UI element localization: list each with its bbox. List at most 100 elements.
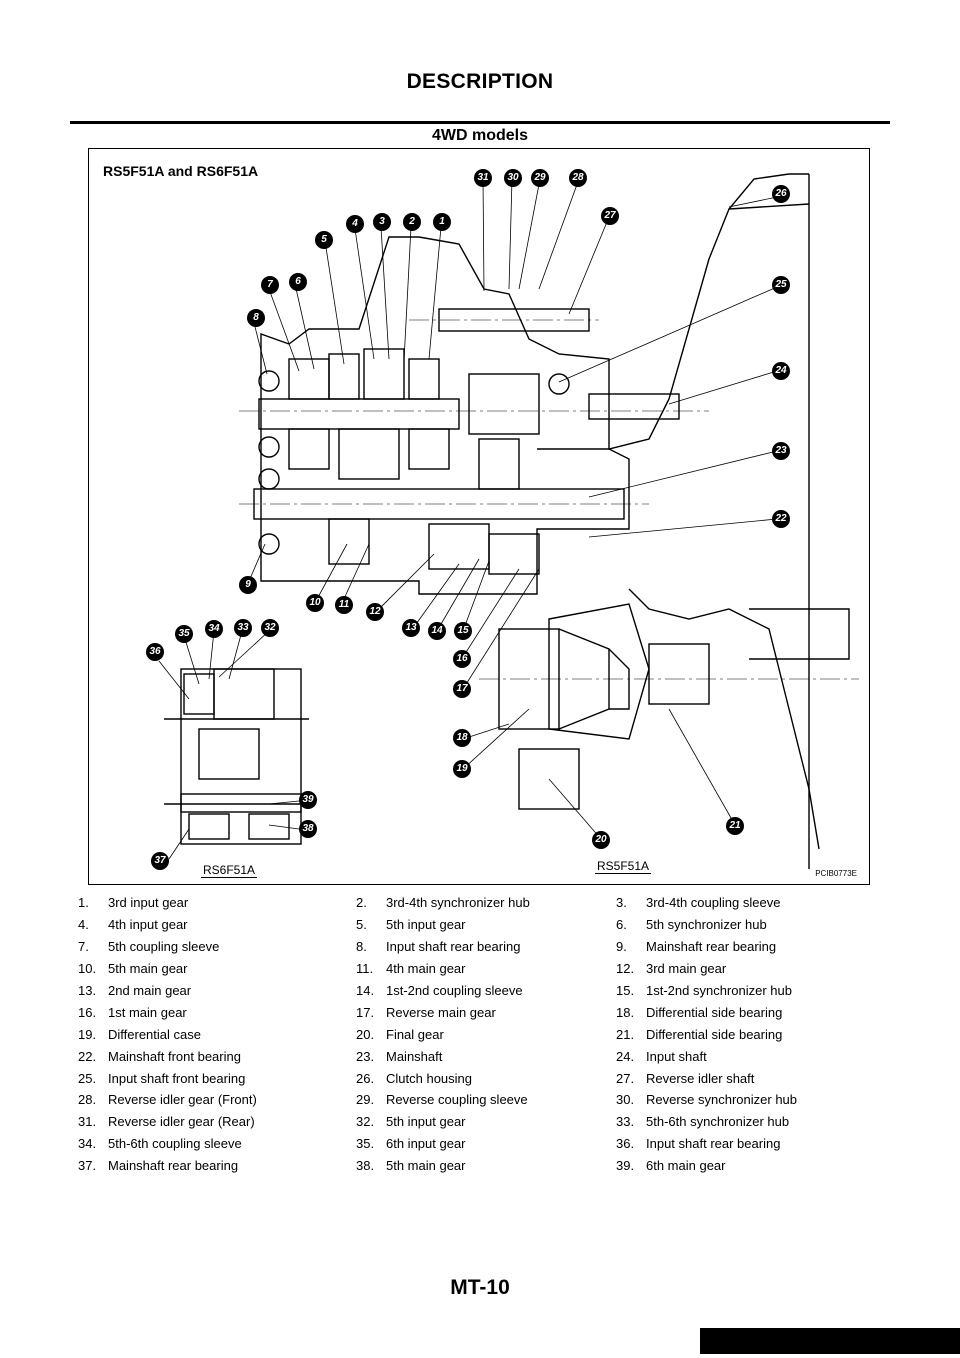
legend-row: 28.Reverse idler gear (Front) 29.Reverse… bbox=[70, 1089, 890, 1111]
legend-text: 1st main gear bbox=[108, 1004, 187, 1020]
legend-text: 4th input gear bbox=[108, 917, 188, 933]
legend-text: 1st-2nd coupling sleeve bbox=[386, 983, 523, 998]
legend-text: 3rd main gear bbox=[646, 961, 727, 977]
callout-25: 25 bbox=[772, 276, 790, 294]
legend-text: Mainshaft rear bearing bbox=[646, 939, 777, 955]
legend-text: Reverse idler shaft bbox=[646, 1070, 755, 1086]
legend-text: 5th-6th coupling sleeve bbox=[108, 1136, 242, 1152]
legend-item: 12. 3rd main gear bbox=[608, 961, 886, 976]
legend-number: 8. bbox=[356, 939, 367, 955]
legend-item: 19.Differential case bbox=[70, 1027, 348, 1042]
legend-item: 15.1st-2nd synchronizer hub bbox=[608, 983, 886, 998]
legend-item: 35. 6th input gear bbox=[348, 1136, 608, 1151]
legend-number: 23. bbox=[356, 1048, 375, 1064]
legend-item: 22.Mainshaft front bearing bbox=[70, 1049, 348, 1064]
legend-text: Input shaft bbox=[646, 1048, 707, 1064]
legend-number: 38. bbox=[356, 1158, 375, 1174]
legend-text: 5th main gear bbox=[108, 961, 188, 977]
legend-number: 15. bbox=[616, 983, 635, 998]
legend-number: 26. bbox=[356, 1070, 375, 1086]
callout-18: 18 bbox=[453, 729, 471, 747]
legend-item: 7.5th coupling sleeve bbox=[70, 939, 348, 954]
legend-row: 25.Input shaft front bearing 26.Clutch h… bbox=[70, 1067, 890, 1089]
legend-number: 28. bbox=[78, 1092, 97, 1108]
legend-text: 5th input gear bbox=[386, 1114, 466, 1130]
callout-31: 31 bbox=[474, 169, 492, 187]
legend-text: 5th input gear bbox=[386, 917, 466, 933]
legend-number: 18. bbox=[616, 1004, 635, 1020]
callout-28: 28 bbox=[569, 169, 587, 187]
legend-number: 27. bbox=[616, 1070, 635, 1086]
legend-number: 11. bbox=[356, 961, 374, 977]
callout-15: 15 bbox=[454, 622, 472, 640]
callout-11: 11 bbox=[335, 596, 353, 614]
legend-text: 6th input gear bbox=[386, 1136, 466, 1152]
callout-21: 21 bbox=[726, 817, 744, 835]
legend-item: 16.1st main gear bbox=[70, 1005, 348, 1020]
legend-item: 23.Mainshaft bbox=[348, 1049, 608, 1064]
legend-row: 34. 5th-6th coupling sleeve 35. 6th input … bbox=[70, 1133, 890, 1155]
callout-34: 34 bbox=[205, 620, 223, 638]
legend-row: 10. 5th main gear 11. 4th main gear 12. 3rd… bbox=[70, 958, 890, 980]
legend-item: 39.6th main gear bbox=[608, 1158, 886, 1173]
legend-item: 13.2nd main gear bbox=[70, 983, 348, 998]
legend-text: Input shaft rear bearing bbox=[646, 1136, 781, 1152]
variant-label-rs6: RS6F51A bbox=[201, 863, 258, 878]
legend-number: 14. bbox=[356, 983, 375, 998]
legend-item: 38.5th main gear bbox=[348, 1158, 608, 1173]
legend-item: 30.Reverse synchronizer hub bbox=[608, 1092, 886, 1107]
legend-number: 6. bbox=[616, 917, 627, 933]
legend-row: 31.Reverse idler gear (Rear) 32.5th inpu… bbox=[70, 1111, 890, 1133]
legend-item: 10. 5th main gear bbox=[70, 961, 348, 976]
legend-text: Reverse idler gear (Rear) bbox=[108, 1114, 255, 1130]
legend-text: Differential case bbox=[108, 1026, 201, 1042]
callout-29: 29 bbox=[531, 169, 549, 187]
legend-number: 25. bbox=[78, 1070, 97, 1086]
legend-item: 31.Reverse idler gear (Rear) bbox=[70, 1114, 348, 1129]
legend-number: 36. bbox=[616, 1136, 635, 1152]
legend-item: 2.3rd-4th synchronizer hub bbox=[348, 895, 608, 910]
legend-text: 3rd-4th coupling sleeve bbox=[646, 895, 781, 911]
legend-item: 11. 4th main gear bbox=[348, 961, 608, 976]
legend-row: 4.4th input gear 5.5th input gear 6.5th … bbox=[70, 914, 890, 936]
figure-title: RS5F51A and RS6F51A bbox=[103, 163, 259, 179]
legend-row: 7.5th coupling sleeve 8.Input shaft rear… bbox=[70, 936, 890, 958]
legend-text: Reverse idler gear (Front) bbox=[108, 1092, 257, 1108]
callout-39: 39 bbox=[299, 791, 317, 809]
legend-number: 13. bbox=[78, 983, 97, 998]
legend-number: 29. bbox=[356, 1092, 375, 1108]
transmission-cross-section-figure: RS5F51A and RS6F51A RS6F51A RS5F51A PCIB… bbox=[88, 148, 870, 885]
page-number: MT-10 bbox=[450, 1276, 510, 1299]
legend-number: 20. bbox=[356, 1026, 375, 1042]
legend-number: 12. bbox=[616, 961, 635, 977]
legend-number: 37. bbox=[78, 1158, 97, 1174]
callout-2: 2 bbox=[403, 213, 421, 231]
header-divider bbox=[70, 121, 890, 124]
callout-14: 14 bbox=[428, 622, 446, 640]
callout-12: 12 bbox=[366, 603, 384, 621]
parts-legend: 1.3rd input gear 2.3rd-4th synchronizer … bbox=[70, 892, 890, 1177]
legend-number: 35. bbox=[356, 1136, 375, 1152]
legend-number: 34. bbox=[78, 1136, 97, 1152]
legend-text: 5th coupling sleeve bbox=[108, 939, 220, 955]
callout-20: 20 bbox=[592, 831, 610, 849]
legend-number: 33. bbox=[616, 1114, 635, 1130]
legend-item: 27. Reverse idler shaft bbox=[608, 1071, 886, 1086]
legend-text: 4th main gear bbox=[386, 961, 466, 977]
section-title: 4WD models bbox=[431, 127, 528, 144]
callout-32: 32 bbox=[261, 619, 279, 637]
callout-6: 6 bbox=[289, 273, 307, 291]
legend-text: Clutch housing bbox=[386, 1070, 472, 1086]
callout-23: 23 bbox=[772, 442, 790, 460]
callout-24: 24 bbox=[772, 362, 790, 380]
legend-item: 8.Input shaft rear bearing bbox=[348, 939, 608, 954]
legend-number: 10. bbox=[78, 961, 97, 977]
legend-item: 26. Clutch housing bbox=[348, 1071, 608, 1086]
callout-36: 36 bbox=[146, 643, 164, 661]
legend-item: 20.Final gear bbox=[348, 1027, 608, 1042]
legend-item: 21.Differential side bearing bbox=[608, 1027, 886, 1042]
callout-38: 38 bbox=[299, 820, 317, 838]
legend-item: 14. 1st-2nd coupling sleeve bbox=[348, 983, 608, 998]
callout-37: 37 bbox=[151, 852, 169, 870]
legend-text: 3rd-4th synchronizer hub bbox=[386, 895, 530, 911]
